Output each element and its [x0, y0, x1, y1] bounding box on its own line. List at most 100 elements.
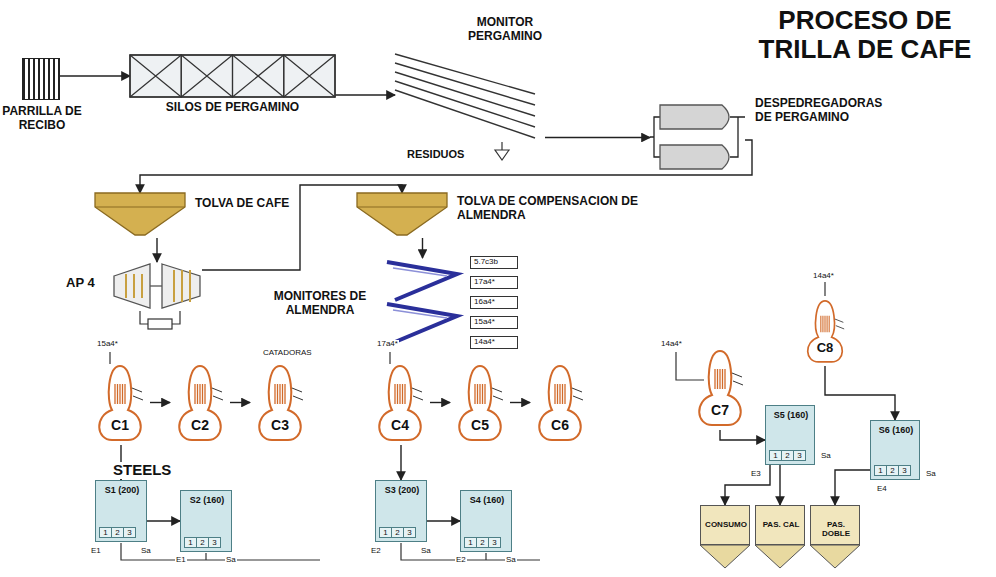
sorter-label: C2 [170, 417, 230, 433]
steel-node: S2 (160)123 [180, 490, 232, 552]
cat-shape [800, 296, 850, 366]
zig-node: MONITORES DE ALMENDRA [385, 258, 460, 346]
flow-connector [720, 430, 765, 440]
steel-label: S2 (160) [183, 495, 231, 505]
sorter-label: C3 [250, 417, 310, 433]
monitor-node: MONITOR PERGAMINORESIDUOS [395, 50, 545, 145]
silo-cone [810, 545, 860, 568]
hopper-shape [95, 193, 185, 238]
flow-connector [545, 137, 650, 138]
flow-connector [60, 75, 130, 76]
silo-label: PAS. DOBLE [812, 520, 860, 538]
steel-node: S5 (160)123 [765, 405, 815, 465]
steel-outlet: 3 [208, 537, 221, 548]
flow-connector [140, 140, 752, 193]
steel-outlet: 3 [793, 450, 806, 461]
steel-label: S5 (160) [768, 410, 814, 420]
callout-label: CATADORAS [262, 349, 313, 358]
cat-node: C4 [370, 360, 430, 445]
sieve-size: 17a4* [470, 276, 518, 289]
cat-node: C6 [530, 360, 590, 445]
sieve-size: 16a4* [470, 296, 518, 309]
sieve-size: 5.7c3b [470, 256, 518, 269]
sorter-label: C1 [90, 417, 150, 433]
sorter-label: C4 [370, 417, 430, 433]
flow-connector [150, 402, 170, 403]
huller-shape [112, 262, 202, 310]
diagram-title: PROCESO DE TRILLA DE CAFE [745, 6, 985, 63]
steel-node: S4 (160)123 [460, 490, 512, 552]
feed-line [109, 352, 110, 364]
sieve-size: 14a4* [470, 336, 518, 349]
flow-connector [510, 402, 530, 403]
callout-label: Sa [505, 556, 517, 565]
silos-shape [130, 55, 335, 97]
cat-node: C2 [170, 360, 230, 445]
steel-outlet: 3 [403, 527, 416, 538]
flow-connector [825, 366, 895, 420]
desp-node: DESPEDREGADORAS DE PERGAMINO [650, 95, 745, 180]
flow-connector [779, 465, 780, 505]
cat-node: C7 [690, 345, 750, 430]
equipment-label: TOLVA DE CAFE [195, 197, 290, 211]
steel-label: S1 (200) [98, 485, 146, 495]
callout-label: Sa [420, 547, 432, 556]
feed-line [824, 282, 825, 296]
flow-connector [400, 445, 401, 480]
callout-label: Sa [925, 470, 937, 479]
silo-node: PAS. DOBLE [810, 505, 860, 545]
callout-label: E2 [370, 547, 382, 556]
equipment-label: SILOS DE PERGAMINO [130, 101, 335, 115]
flow-connector [422, 238, 423, 258]
sorter-label: C7 [690, 402, 750, 418]
silo-node: CONSUMO [700, 505, 750, 545]
cat-node: C8 [800, 296, 850, 366]
steel-outlet: 3 [123, 527, 136, 538]
silo-cone [755, 545, 805, 568]
callout-label: 14a4* [660, 340, 683, 349]
steel-outlet: 3 [898, 465, 911, 476]
callout-label: E4 [876, 485, 888, 494]
grate-node: PARRILLA DE RECIBO [22, 58, 60, 100]
sorter-label: C6 [530, 417, 590, 433]
bypass-box [148, 319, 172, 329]
steel-label: S6 (160) [873, 425, 919, 435]
steel-label: S4 (160) [463, 495, 511, 505]
callout-label: 15a4* [96, 340, 119, 349]
cat-node: C3 [250, 360, 310, 445]
silos-node: SILOS DE PERGAMINO [130, 55, 335, 97]
group-label: STEELS [112, 462, 172, 479]
callout-label: E1 [175, 556, 187, 565]
feed-line [676, 352, 704, 380]
flow-connector [147, 520, 180, 521]
huller-node: AP 4 [112, 262, 202, 310]
sorter-label: C5 [450, 417, 510, 433]
silo-cone [700, 545, 750, 568]
flow-connector [430, 402, 450, 403]
equipment-label: MONITORES DE ALMENDRA [260, 290, 380, 318]
callout-label: Sa [820, 452, 832, 461]
flow-connector [835, 470, 870, 505]
flow-connector [230, 402, 250, 403]
equipment-label: RESIDUOS [407, 148, 489, 161]
monitor-shape [395, 50, 545, 145]
silo-label: CONSUMO [702, 520, 750, 529]
cat-node: C5 [450, 360, 510, 445]
cat-node: C1 [90, 360, 150, 445]
flow-connector [427, 520, 460, 521]
sorter-label: C8 [800, 341, 850, 356]
equipment-label: MONITOR PERGAMINO [450, 16, 560, 44]
callout-label: E3 [750, 470, 762, 479]
equipment-label: PARRILLA DE RECIBO [0, 105, 87, 133]
feed-line [389, 352, 390, 364]
callout-label: Sa [225, 556, 237, 565]
callout-label: Sa [140, 547, 152, 556]
equipment-label: DESPEDREGADORAS DE PERGAMINO [755, 97, 900, 125]
equipment-label: TOLVA DE COMPENSACION DE ALMENDRA [457, 195, 657, 223]
hopper-shape [357, 193, 447, 238]
outlet-line [205, 553, 206, 560]
callout-label: 17a4* [376, 340, 399, 349]
steel-outlet: 3 [488, 537, 501, 548]
steel-node: S6 (160)123 [870, 420, 920, 480]
